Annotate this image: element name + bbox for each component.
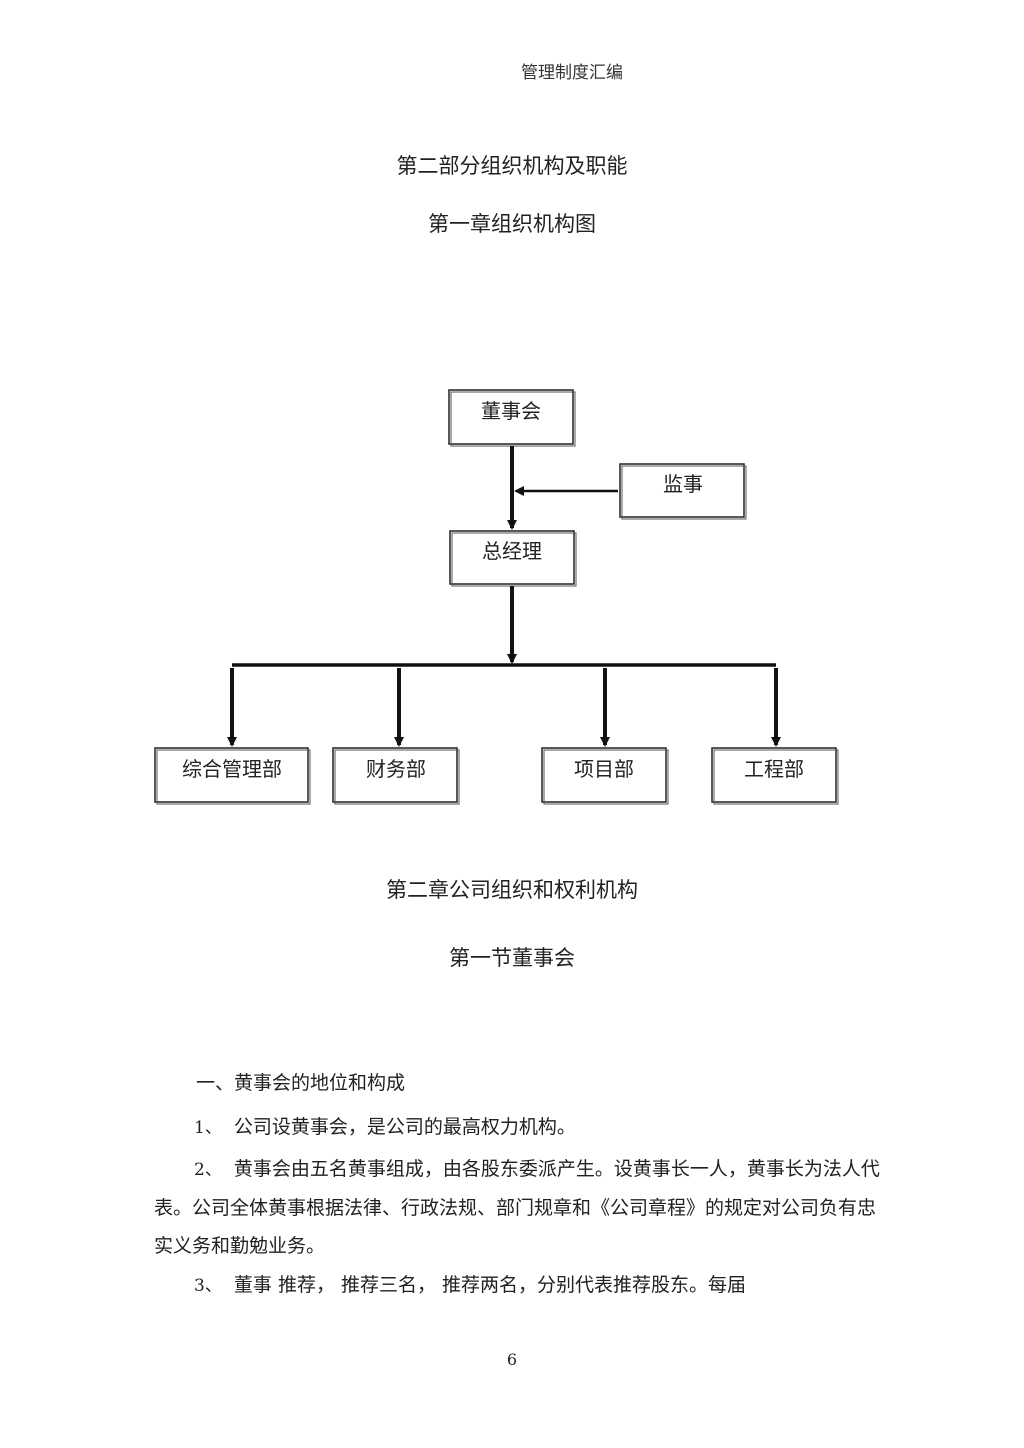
- org-node-dept-project: 项目部: [541, 747, 669, 805]
- section-title: 第一节董事会: [449, 946, 575, 970]
- org-node-dept-engineering: 工程部: [711, 747, 839, 805]
- paragraph-text: 公司设黄事会，是公司的最高权力机构。: [233, 1116, 576, 1138]
- org-node-dept-finance-label: 财务部: [366, 757, 426, 781]
- org-node-supervisor: 监事: [619, 463, 747, 520]
- org-node-dept-admin-label: 综合管理部: [182, 757, 282, 781]
- org-node-supervisor-label: 监事: [663, 472, 703, 496]
- org-node-board: 董事会: [448, 389, 576, 447]
- running-header: 管理制度汇编: [521, 63, 623, 83]
- org-node-dept-admin: 综合管理部: [154, 747, 311, 805]
- org-node-general-manager-label: 总经理: [482, 539, 542, 563]
- org-node-board-label: 董事会: [481, 399, 541, 423]
- paragraph-number: 2、: [194, 1160, 222, 1180]
- section-heading: 一、黄事会的地位和构成: [196, 1072, 406, 1094]
- paragraph: 2、 黄事会由五名黄事组成，由各股东委派产生。设黄事长一人，黄事长为法人代表。公…: [154, 1150, 884, 1265]
- org-node-dept-finance: 财务部: [332, 747, 460, 805]
- org-node-dept-project-label: 项目部: [574, 757, 634, 781]
- paragraph-text: 董事 推荐， 推荐三名， 推荐两名，分别代表推荐股东。每届: [233, 1274, 747, 1296]
- chapter-title: 第一章组织机构图: [428, 212, 596, 236]
- part-title: 第二部分组织机构及职能: [396, 154, 628, 178]
- paragraph-text: 黄事会由五名黄事组成，由各股东委派产生。设黄事长一人，黄事长为法人代表。公司全体…: [154, 1158, 880, 1257]
- page-number: 6: [506, 1350, 518, 1369]
- chapter-title: 第二章公司组织和权利机构: [386, 878, 638, 902]
- paragraph: 3、 董事 推荐， 推荐三名， 推荐两名，分别代表推荐股东。每届: [154, 1266, 884, 1305]
- org-node-dept-engineering-label: 工程部: [744, 757, 804, 781]
- paragraph: 1、 公司设黄事会，是公司的最高权力机构。: [154, 1108, 884, 1147]
- paragraph-number: 3、: [194, 1276, 222, 1296]
- org-node-general-manager: 总经理: [449, 530, 577, 587]
- paragraph-number: 1、: [194, 1118, 222, 1138]
